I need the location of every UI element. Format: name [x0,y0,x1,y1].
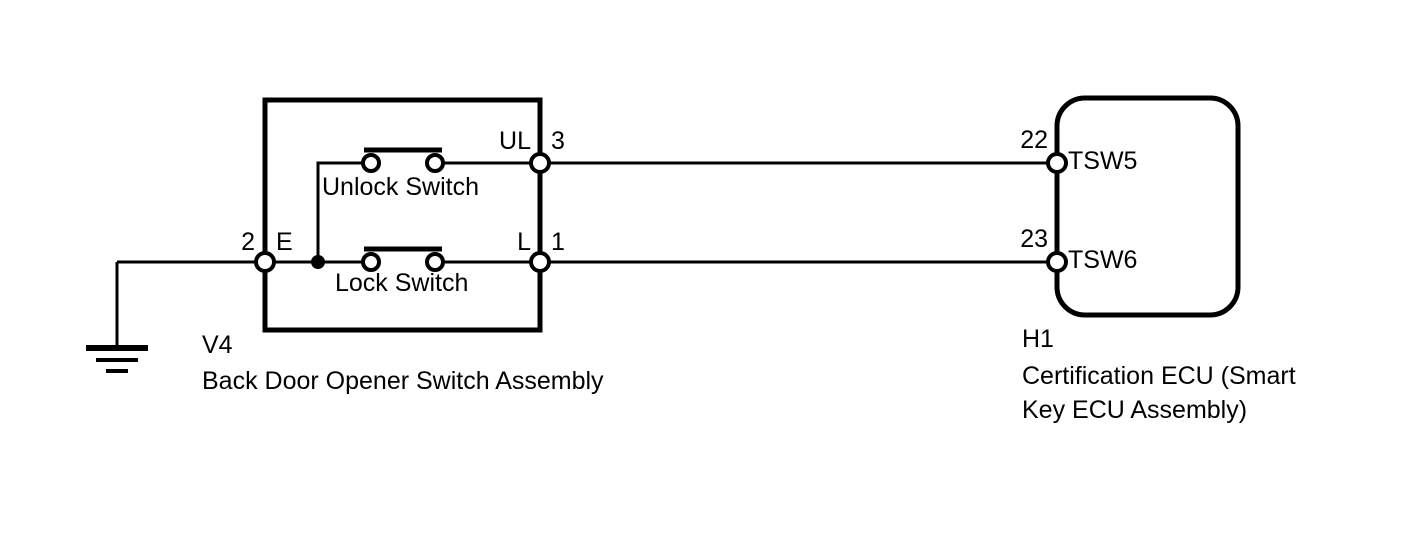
pin-number-23: 23 [1020,225,1048,253]
switch-assembly-box [262,97,543,333]
component-name-h1-line2: Key ECU Assembly) [1022,396,1248,424]
signal-label-tsw5: TSW5 [1068,147,1138,175]
terminal-label-e: E [276,228,293,256]
unlock-switch-contact-left-icon [361,153,381,173]
terminal-label-ul: UL [499,127,531,155]
pin-number-1: 1 [551,228,565,256]
terminal-e-pin2 [254,251,276,273]
lock-switch-contact-right-icon [425,252,445,272]
component-code-v4: V4 [202,331,233,359]
pin-number-22: 22 [1020,126,1048,154]
lock-switch-label: Lock Switch [335,269,469,297]
terminal-label-l: L [517,228,531,256]
signal-label-tsw6: TSW6 [1068,246,1138,274]
pin-number-3: 3 [551,127,565,155]
component-code-h1: H1 [1022,325,1054,353]
component-name-h1-line1: Certification ECU (Smart [1022,362,1296,390]
unlock-switch-contact-right-icon [425,153,445,173]
terminal-l-pin1 [529,251,551,273]
component-name-v4: Back Door Opener Switch Assembly [202,367,604,395]
terminal-tsw5-pin22 [1046,152,1068,174]
lock-switch-contact-left-icon [361,252,381,272]
ecu-box [1054,95,1241,318]
junction-dot [311,255,325,269]
terminal-tsw6-pin23 [1046,251,1068,273]
terminal-ul-pin3 [529,152,551,174]
pin-number-2: 2 [241,228,255,256]
unlock-switch-label: Unlock Switch [322,173,479,201]
internal-wire-branch-to-unlock [316,161,364,262]
